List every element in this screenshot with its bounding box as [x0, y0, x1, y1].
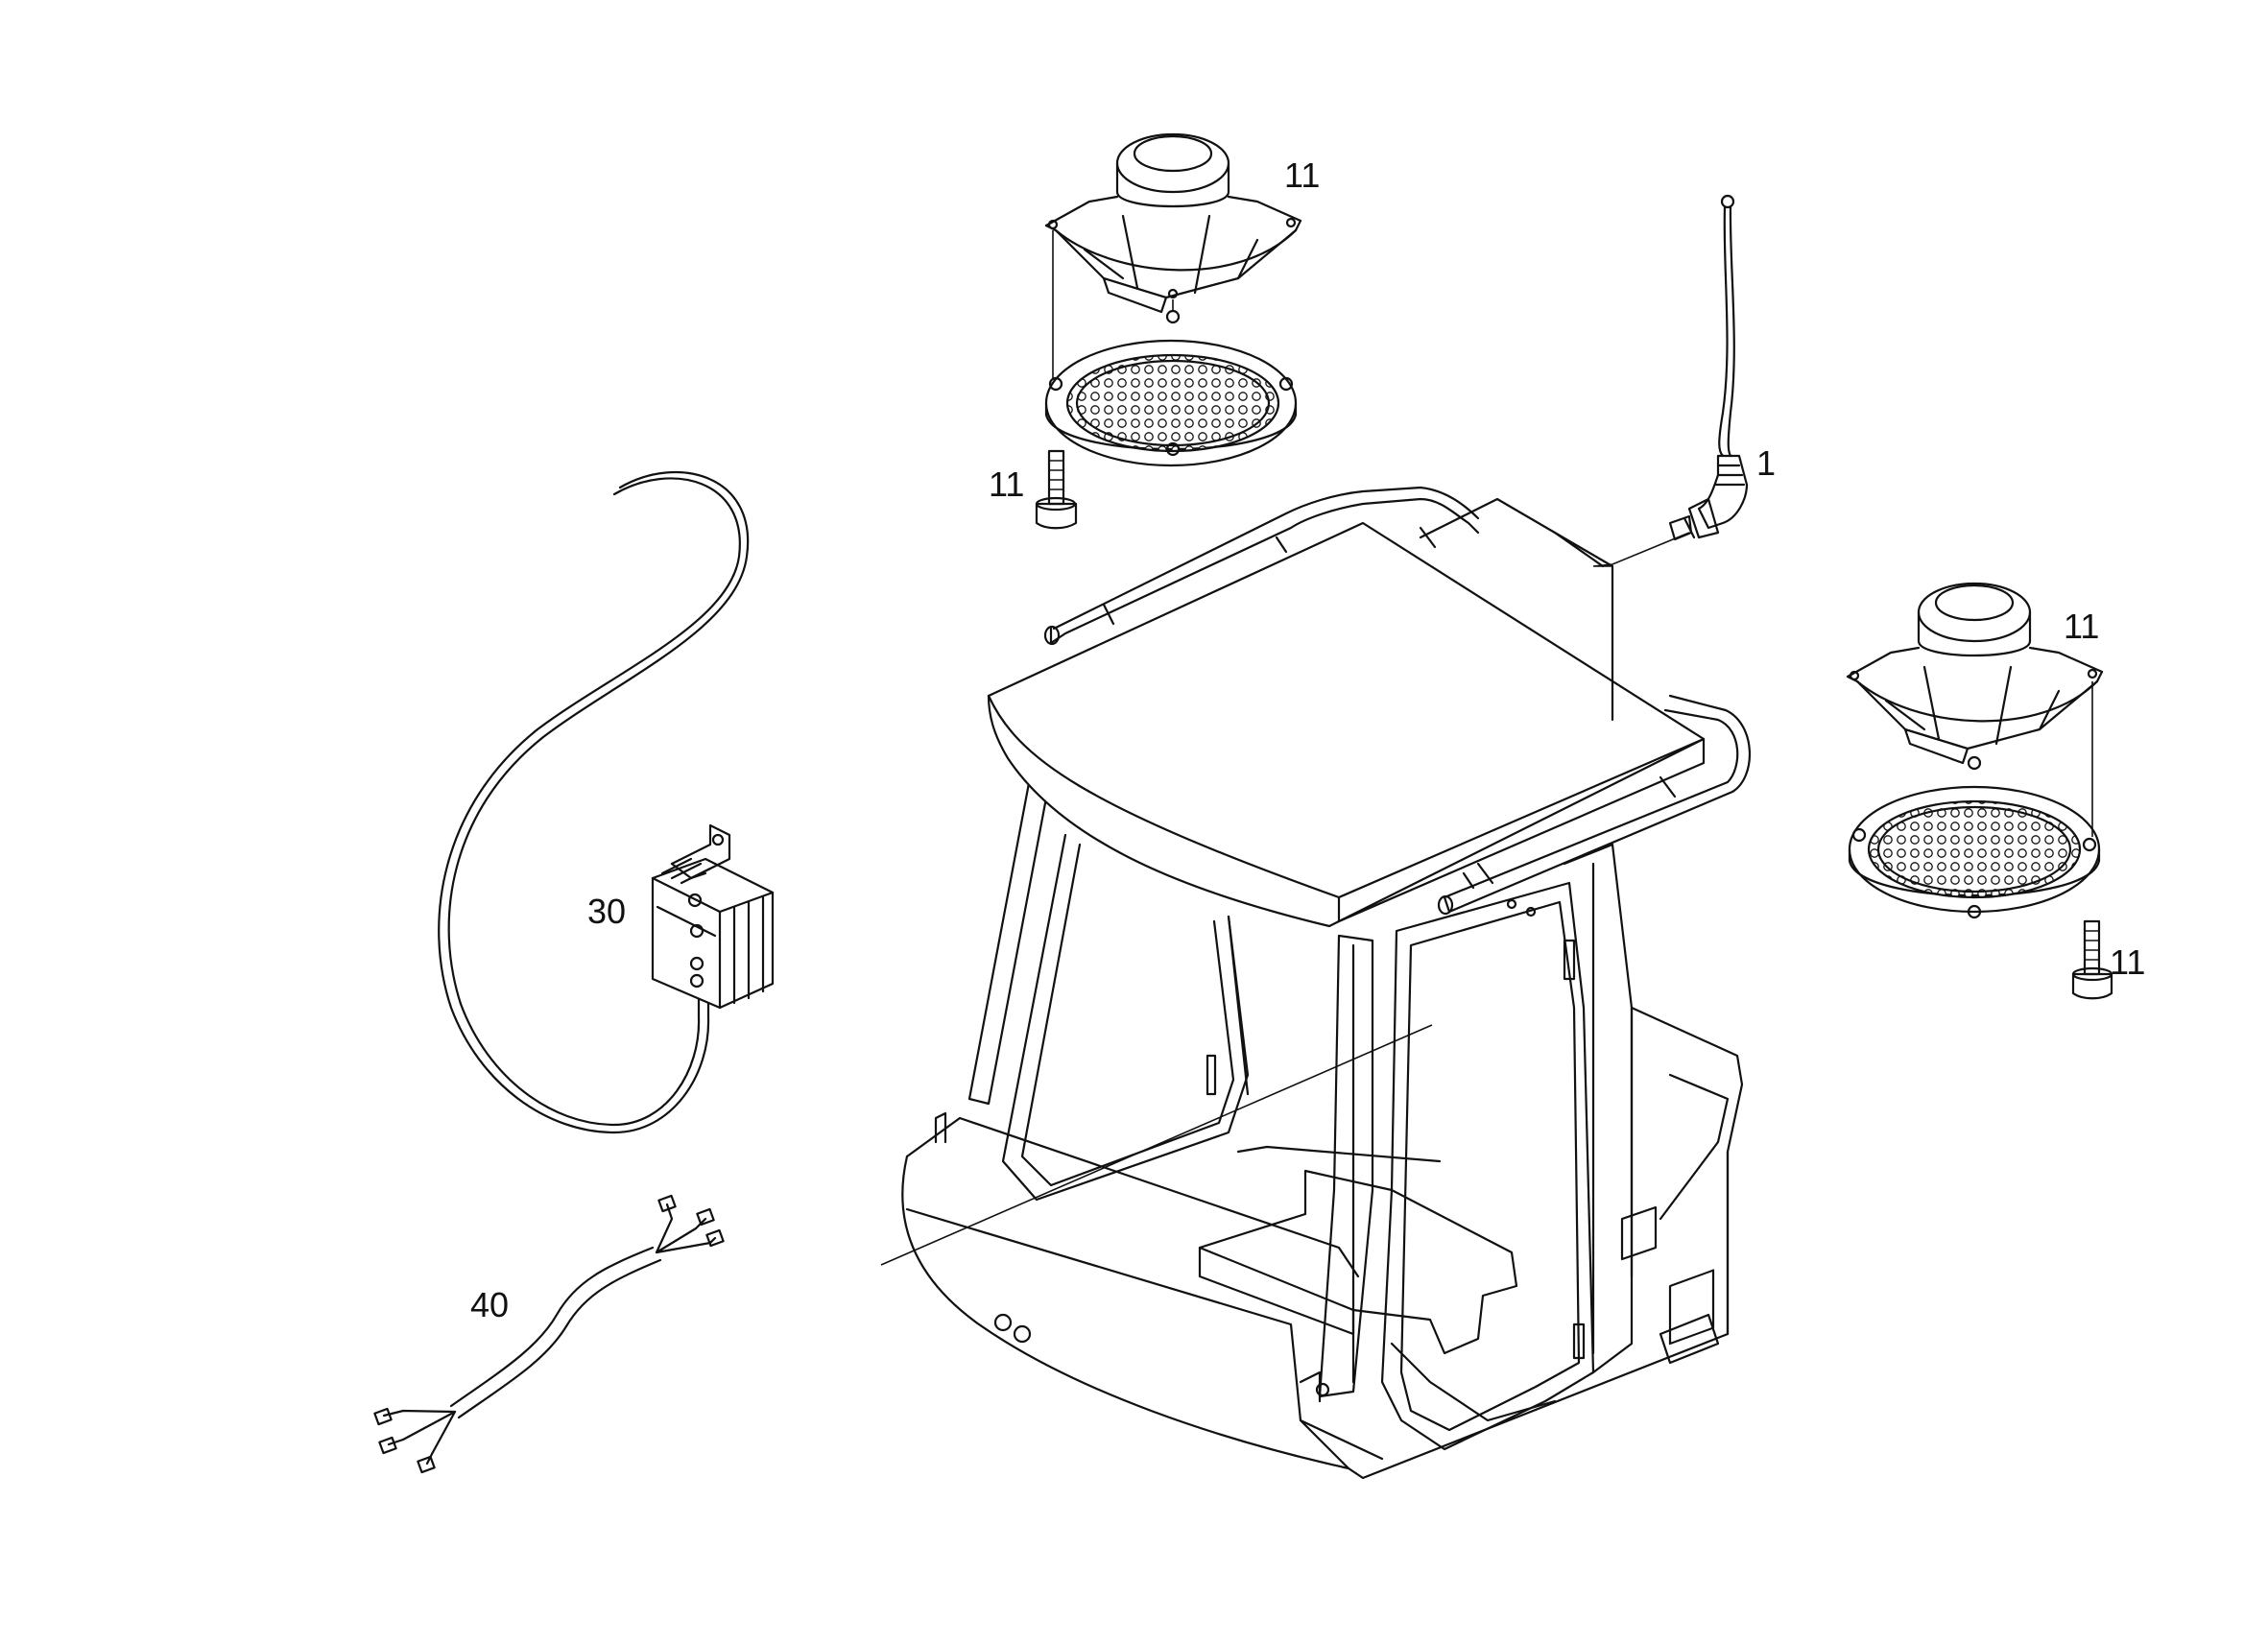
- callout-antenna: 1: [1756, 443, 1776, 483]
- callout-speaker-top: 11: [1284, 155, 1320, 195]
- callout-harness: 40: [470, 1285, 509, 1324]
- screw-right: [2071, 919, 2113, 1000]
- antenna: [1668, 194, 1749, 541]
- callout-screw-right: 11: [2110, 942, 2145, 982]
- speaker-top: [1044, 132, 1302, 467]
- callout-screw-top: 11: [989, 465, 1024, 504]
- amplifier-with-cable: [438, 470, 775, 1134]
- leader-line-antenna: [1592, 532, 1690, 567]
- callout-amplifier: 30: [587, 892, 626, 931]
- wire-harness: [373, 1194, 725, 1474]
- screw-top: [1035, 449, 1078, 530]
- cab-assembly: [901, 486, 1752, 1480]
- leader-line-cab: [880, 1024, 1433, 1266]
- speaker-right: [1846, 582, 2104, 919]
- callout-speaker-right: 11: [2064, 607, 2099, 646]
